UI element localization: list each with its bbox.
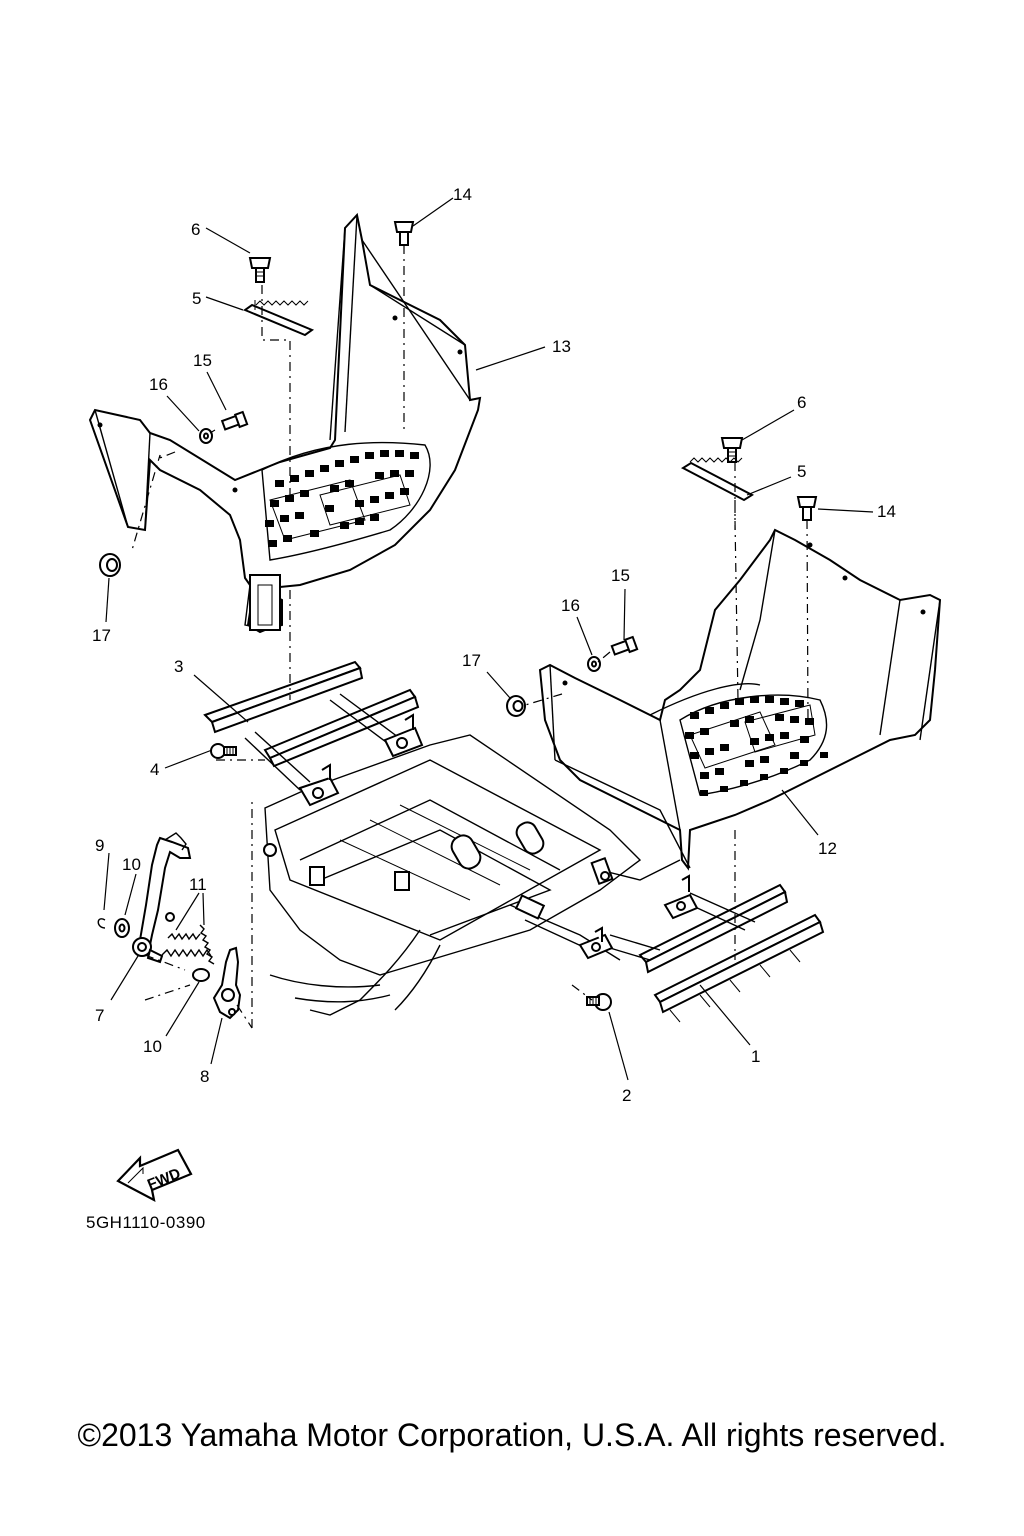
- assembly-lines: [131, 245, 809, 1029]
- callout-3: 3: [174, 657, 183, 676]
- fwd-arrow-icon: FWD: [116, 1148, 193, 1203]
- callout-7: 7: [95, 1006, 104, 1025]
- callout-10b: 10: [143, 1037, 162, 1056]
- leader-lines: [103, 197, 874, 1081]
- callout-13: 13: [552, 337, 571, 356]
- callout-16a: 16: [149, 375, 168, 394]
- brake-pedal-assembly: [97, 832, 242, 1020]
- callout-8: 8: [200, 1067, 209, 1086]
- callout-6b: 6: [797, 393, 806, 412]
- callout-4: 4: [150, 760, 159, 779]
- callout-10a: 10: [122, 855, 141, 874]
- callout-9: 9: [95, 836, 104, 855]
- callout-2: 2: [622, 1086, 631, 1105]
- callout-16b: 16: [561, 596, 580, 615]
- frame-chassis: [263, 734, 681, 1016]
- callout-17a: 17: [92, 626, 111, 645]
- callout-14b: 14: [877, 502, 896, 521]
- callout-1: 1: [751, 1047, 760, 1066]
- diagram-code: 5GH1110-0390: [86, 1213, 206, 1232]
- callout-17b: 17: [462, 651, 481, 670]
- footrest-bracket-right: [578, 874, 825, 1023]
- callout-5b: 5: [797, 462, 806, 481]
- callout-15a: 15: [193, 351, 212, 370]
- callout-12: 12: [818, 839, 837, 858]
- callout-5a: 5: [192, 289, 201, 308]
- copyright-notice: ©2013 Yamaha Motor Corporation, U.S.A. A…: [77, 1417, 947, 1453]
- footrest-board-left: [88, 212, 482, 634]
- footrest-bracket-left: [203, 660, 424, 807]
- callout-6a: 6: [191, 220, 200, 239]
- callout-labels: 14 6 5 13 15 16 17 3 4 9 10 11 7 10 8 2 …: [92, 185, 896, 1105]
- callout-11: 11: [189, 875, 207, 894]
- callout-15b: 15: [611, 566, 630, 585]
- callout-14a: 14: [453, 185, 472, 204]
- footrest-board-right: [538, 528, 942, 871]
